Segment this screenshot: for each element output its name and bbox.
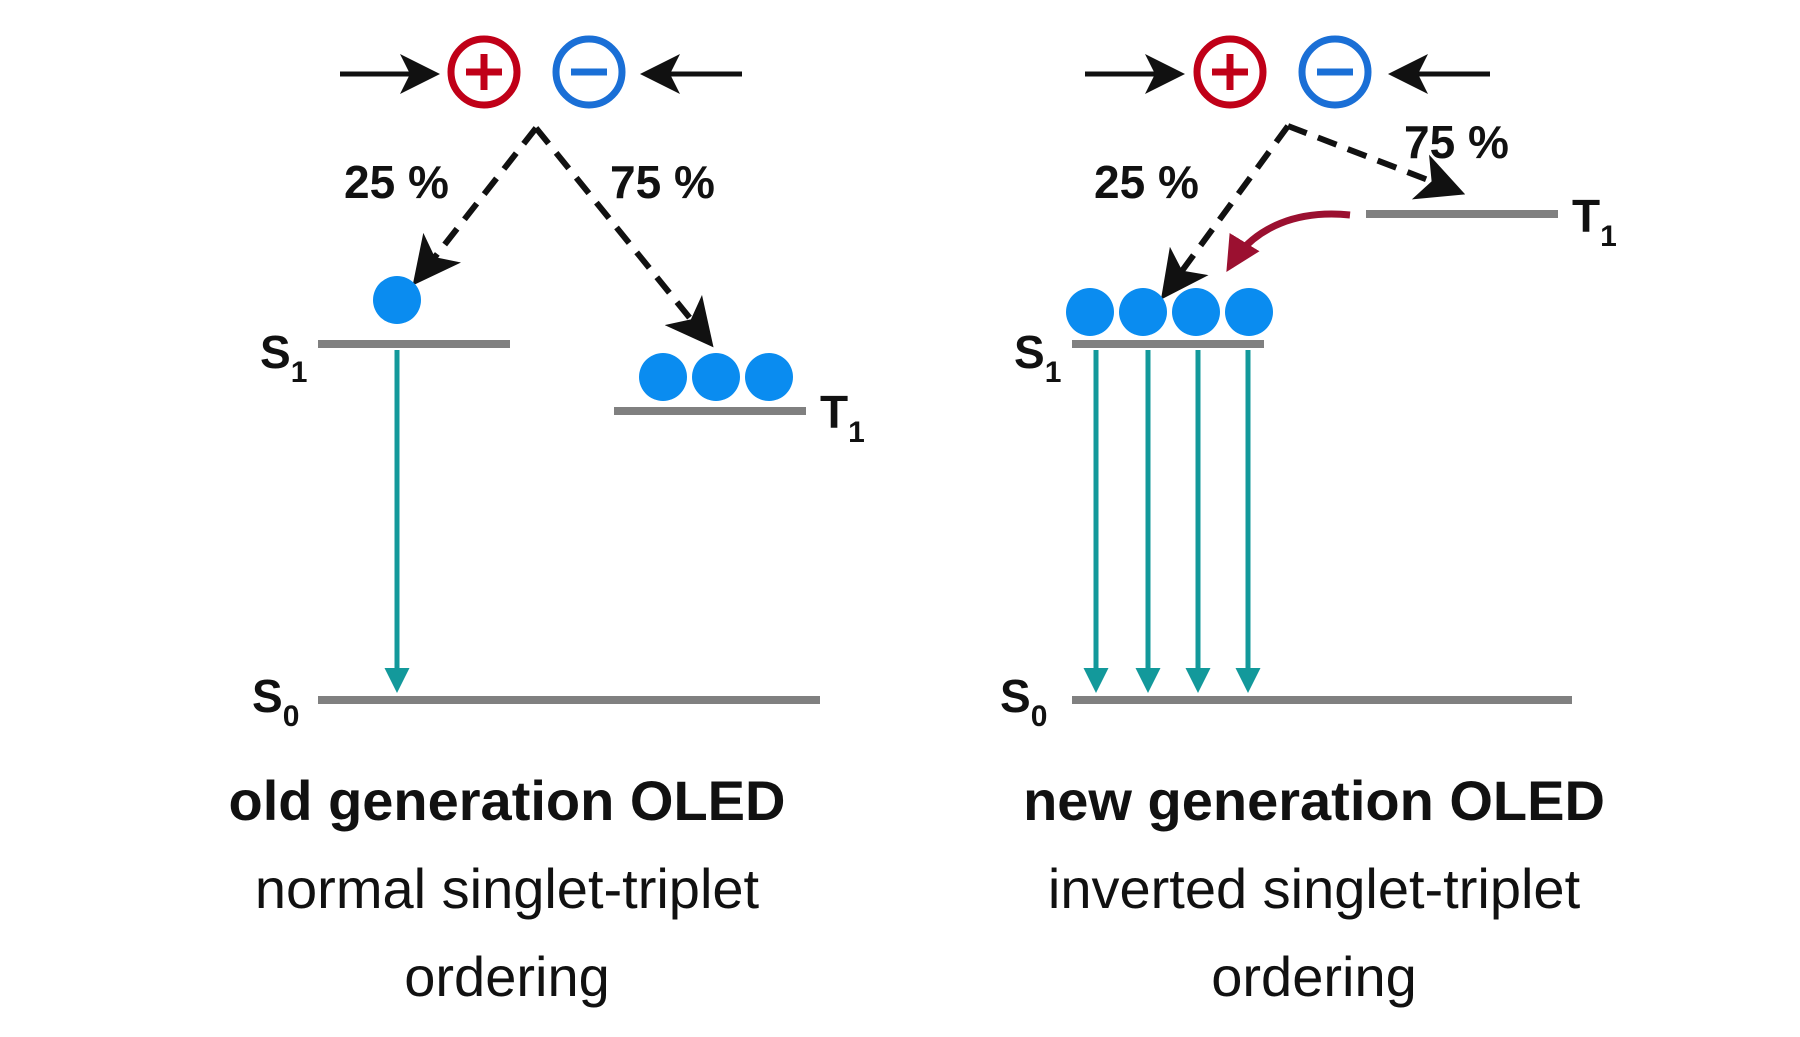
left-hole-icon — [447, 35, 521, 109]
left-t1-label: T1 — [820, 386, 865, 449]
right-triplet-percent: 75 % — [1404, 116, 1509, 168]
right-s1-label: S1 — [1014, 326, 1061, 389]
right-singlet-exciton — [1119, 288, 1167, 336]
left-triplet-branch-arrow — [533, 126, 714, 348]
left-triplet-exciton — [692, 353, 740, 401]
right-panel: 25 % 75 % S1 T1 S0 new generation OLED i… — [1000, 35, 1617, 1008]
left-caption-line1: normal singlet-triplet — [255, 857, 760, 920]
right-spin-statistics: 25 % 75 % — [1094, 116, 1509, 300]
right-singlet-exciton — [1066, 288, 1114, 336]
left-singlet-exciton — [373, 276, 421, 324]
right-caption-line2: ordering — [1211, 945, 1416, 1008]
left-triplet-percent: 75 % — [610, 156, 715, 208]
left-s0-label: S0 — [252, 670, 299, 733]
right-s0-label: S0 — [1000, 670, 1047, 733]
right-singlet-exciton — [1172, 288, 1220, 336]
left-triplet-exciton — [745, 353, 793, 401]
right-singlet-exciton — [1225, 288, 1273, 336]
left-title: old generation OLED — [229, 769, 786, 832]
right-caption-line1: inverted singlet-triplet — [1048, 857, 1581, 920]
right-t1-label: T1 — [1572, 190, 1617, 253]
left-spin-statistics: 25 % 75 % — [344, 126, 715, 348]
left-panel: 25 % 75 % S1 T1 S0 old generation OLED n… — [229, 35, 865, 1008]
left-singlet-percent: 25 % — [344, 156, 449, 208]
right-singlet-percent: 25 % — [1094, 156, 1199, 208]
left-s1-label: S1 — [260, 326, 307, 389]
left-electron-icon — [552, 35, 626, 109]
right-singlet-branch-arrow — [1160, 124, 1291, 300]
right-risc-arrow — [1226, 210, 1351, 272]
right-title: new generation OLED — [1023, 769, 1605, 832]
right-charge-injection — [1085, 35, 1490, 109]
right-electron-icon — [1298, 35, 1372, 109]
left-caption-line2: ordering — [404, 945, 609, 1008]
left-charge-injection — [340, 35, 742, 109]
right-hole-icon — [1193, 35, 1267, 109]
left-triplet-exciton — [639, 353, 687, 401]
